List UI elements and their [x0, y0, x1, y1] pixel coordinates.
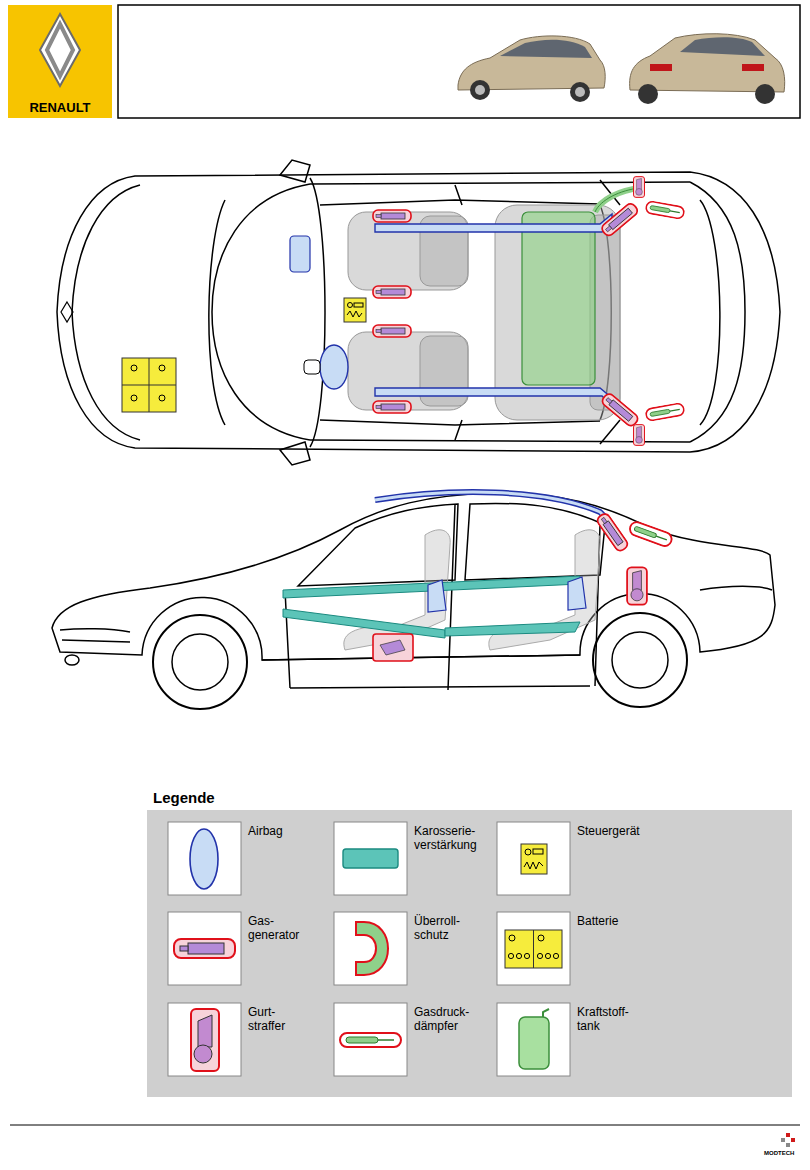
- legend-swatch: [497, 912, 570, 985]
- legend-swatch: [497, 822, 570, 895]
- legend-label: Karosserie- verstärkung: [414, 824, 477, 853]
- legend-title: Legende: [153, 789, 215, 807]
- legend-label: Batterie: [577, 914, 618, 928]
- legend-swatch: [168, 822, 241, 895]
- logo-text: RENAULT: [29, 100, 90, 116]
- legend-swatch: [334, 822, 407, 895]
- legend-label: Steuergerät: [577, 824, 640, 838]
- legend-swatch: [497, 1003, 570, 1076]
- legend-label: Airbag: [248, 824, 283, 838]
- legend-swatch: [334, 912, 407, 985]
- legend-label: Kraftstoff- tank: [577, 1005, 629, 1034]
- legend-label: Überroll- schutz: [414, 914, 460, 943]
- legend-label: Gasdruck- dämpfer: [414, 1005, 469, 1034]
- logo-text: MODTECH: [764, 1150, 794, 1157]
- legend-label: Gas- generator: [248, 914, 299, 943]
- legend-label: Gurt- straffer: [248, 1005, 285, 1034]
- legend-swatch: [168, 912, 241, 985]
- legend-panel: [147, 810, 792, 1097]
- legend-swatch: [168, 1003, 241, 1076]
- legend-swatch: [334, 1003, 407, 1076]
